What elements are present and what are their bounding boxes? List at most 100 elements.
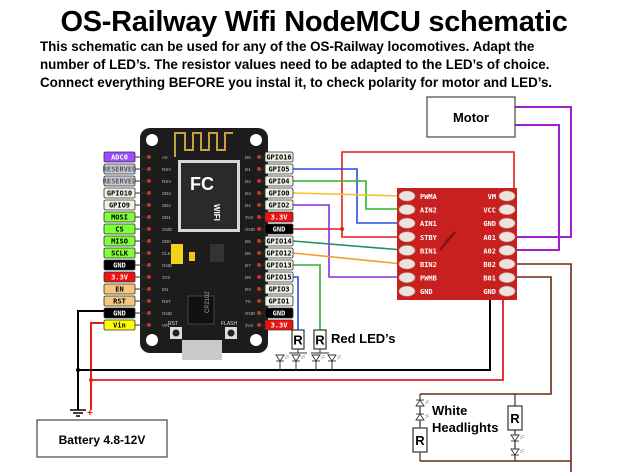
red-leds-label: Red LED’s	[331, 331, 396, 346]
driver-pin-ain1: AIN1	[420, 220, 437, 228]
header-pin	[257, 191, 261, 195]
capacitor	[171, 244, 183, 264]
wire-gnd-nodemcu	[77, 310, 104, 410]
wire-gpio2-pwmb	[293, 204, 403, 278]
silk-label: D8	[245, 275, 251, 280]
pin-label: GPIO10	[107, 190, 132, 198]
pin-label: GPIO9	[109, 202, 130, 210]
silk-label: A0	[162, 155, 168, 160]
pin-label: GPIO0	[268, 190, 289, 198]
description-line-3: Connect everything BEFORE you instal it,…	[40, 75, 553, 90]
driver-pin-pad	[398, 272, 416, 283]
nodemcu-right-pin-gpio15: GPIO15	[261, 271, 294, 283]
silk-label: RST	[162, 299, 171, 304]
nodemcu-right-pin-labels: GPIO16GPIO5GPIO4GPIO0GPIO23.3VGNDGPIO14G…	[261, 151, 294, 331]
driver-pin-pad	[398, 204, 416, 215]
motor-box	[426, 96, 516, 138]
nodemcu-right-pin-gpio4: GPIO4	[261, 175, 294, 187]
led-icon	[311, 354, 326, 362]
resistor-icon: R	[291, 329, 305, 350]
header-pin	[257, 179, 261, 183]
silk-label: GND	[162, 311, 173, 316]
silk-label: EN	[162, 287, 168, 292]
header-pin	[257, 167, 261, 171]
pin-label: GPIO12	[266, 250, 291, 258]
nodemcu-left-pin-33v: 3.3V	[103, 271, 147, 283]
driver-pin-pad	[398, 285, 416, 297]
pin-label: MISO	[111, 238, 128, 246]
nodemcu-right-pin-gpio5: GPIO5	[261, 163, 294, 175]
nodemcu-right-pin-gpio3: GPIO3	[261, 283, 294, 295]
wire-gpio14-bin1	[292, 240, 404, 251]
silk-label: D6	[245, 251, 251, 256]
header-pin	[257, 299, 261, 303]
flash-button-label: FLASH	[221, 321, 238, 327]
driver-pin-b02: B02	[483, 261, 496, 269]
header-pin	[257, 227, 261, 231]
nodemcu-left-pin-miso: MISO	[103, 235, 147, 247]
pin-label: EN	[115, 286, 123, 294]
antenna-trace	[174, 132, 233, 157]
motor-label: Motor	[453, 110, 489, 125]
driver-pin-bin1: BIN1	[420, 247, 437, 255]
pin-label: 3.3V	[111, 274, 129, 282]
description-line-1: This schematic can be used for any of th…	[40, 39, 535, 54]
header-pin	[147, 191, 151, 195]
driver-pin-pad	[398, 217, 416, 229]
header-pin	[147, 167, 151, 171]
svg-text:R: R	[315, 333, 325, 348]
driver-pin-a01: A01	[483, 234, 496, 242]
silk-label: VIN	[162, 323, 170, 328]
silk-label: 3V3	[162, 275, 171, 280]
nodemcu-right-pin-gpio14: GPIO14	[261, 235, 294, 247]
resistor-icon: R	[412, 427, 428, 453]
regulator	[210, 244, 224, 262]
silk-label: SD0	[162, 239, 171, 244]
nodemcu-left-pin-reserved: RESERVED	[103, 175, 147, 187]
pin-label: GPIO16	[266, 154, 291, 162]
driver-pin-pad	[498, 245, 516, 256]
silk-label: D0	[245, 155, 251, 160]
silk-label: GND	[245, 227, 256, 232]
header-pin	[257, 275, 261, 279]
fc-logo: FC	[190, 174, 214, 194]
nodemcu-right-pin-gpio16: GPIO16	[261, 151, 294, 163]
pin-label: GPIO15	[266, 274, 291, 282]
pin-label: CS	[115, 226, 123, 234]
junction-gnd	[76, 368, 80, 372]
header-pin	[257, 203, 261, 207]
wire-b01-headlight	[420, 276, 552, 395]
pin-label: RST	[113, 298, 126, 306]
driver-pin-ain2: AIN2	[420, 207, 437, 215]
driver-pin-vcc: VCC	[483, 207, 496, 215]
silk-label: D4	[245, 203, 251, 208]
header-pin	[147, 311, 151, 315]
plus-symbol: +	[87, 408, 93, 419]
wire-b02-headlight	[507, 263, 572, 472]
driver-pin-stby: STBY	[420, 234, 438, 242]
page-title: OS-Railway Wifi NodeMCU schematic	[60, 6, 568, 38]
nodemcu-left-pin-labels: ADC0RESERVEDRESERVEDGPIO10GPIO9MOSICSMIS…	[103, 151, 147, 331]
silk-label: 3V3	[245, 215, 254, 220]
pin-label: RESERVED	[103, 166, 137, 174]
silk-label: GND	[162, 263, 173, 268]
driver-pin-pad	[498, 190, 516, 202]
driver-trace	[439, 231, 456, 251]
battery-label: Battery 4.8-12V	[59, 433, 146, 447]
driver-pin-gnd: GND	[483, 288, 496, 296]
nodemcu-left-pin-cs: CS	[103, 223, 147, 235]
silk-label: CLK	[162, 251, 171, 256]
header-pin	[147, 179, 151, 183]
junction-vplus	[89, 378, 93, 382]
silk-label: RX	[245, 287, 251, 292]
pin-label: GND	[273, 310, 286, 318]
header-pin	[147, 275, 151, 279]
header-pin	[147, 251, 151, 255]
nodemcu-left-pin-en: EN	[103, 283, 147, 295]
nodemcu-left-pin-reserved: RESERVED	[103, 163, 147, 175]
driver-pin-pad	[498, 258, 516, 270]
led-icon	[275, 354, 290, 362]
svg-text:R: R	[415, 433, 425, 448]
